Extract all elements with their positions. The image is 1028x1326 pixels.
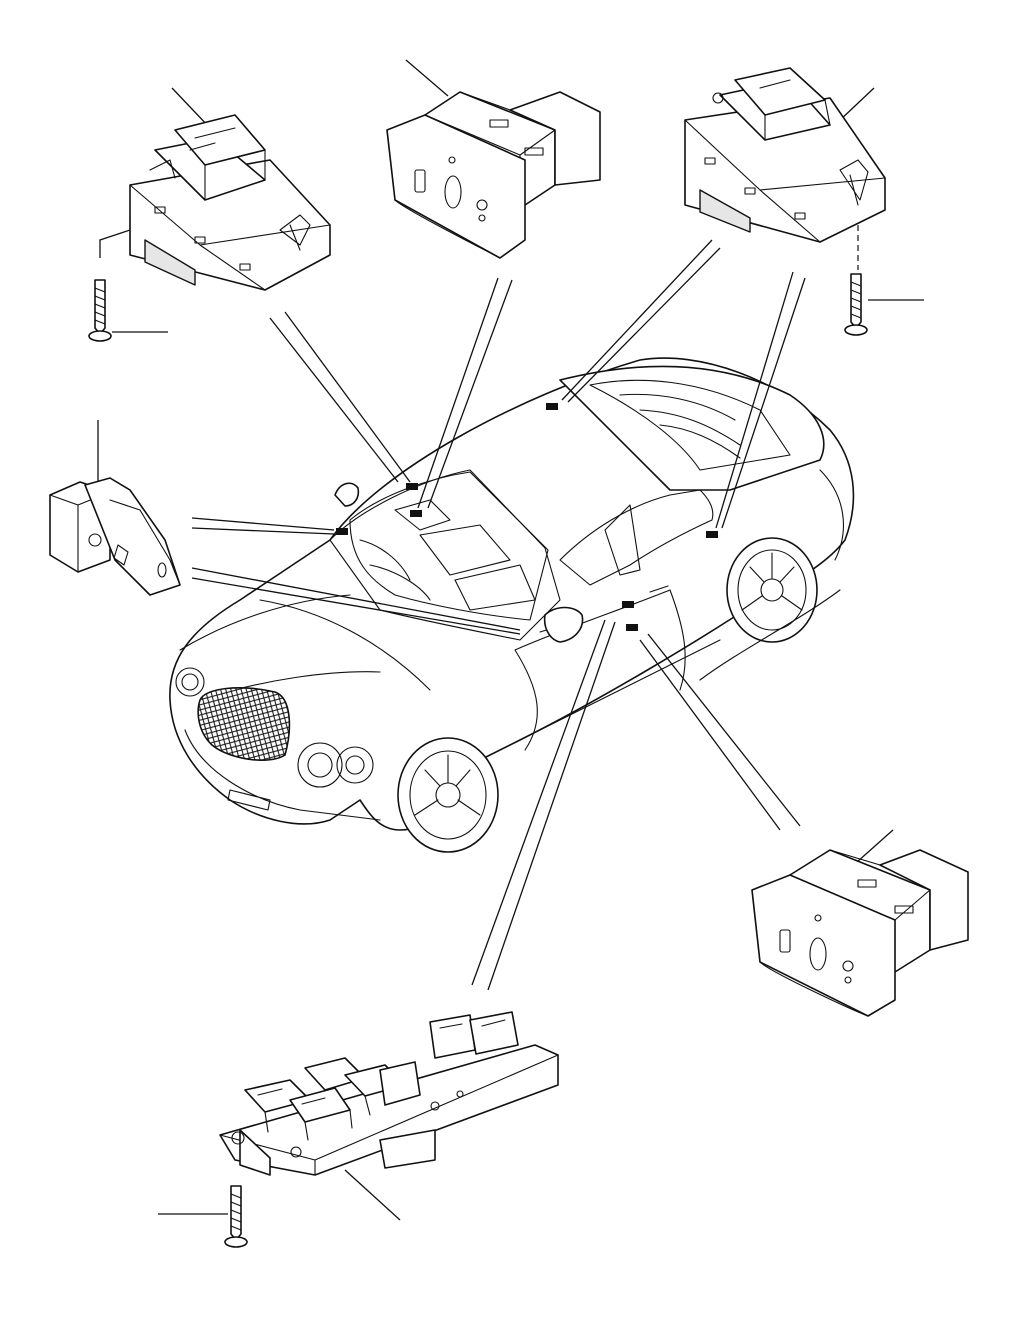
marker-dash-left — [406, 483, 418, 490]
marker-roof — [546, 403, 558, 410]
coupe-car-icon — [169, 357, 855, 853]
rocker-switch-icon — [684, 67, 886, 243]
marker-door-upper — [622, 601, 634, 608]
marker-console — [410, 510, 422, 517]
seat-memory-switch-icon — [751, 849, 969, 1017]
marker-rear-door — [706, 531, 718, 538]
seat-memory-switch-icon — [386, 91, 601, 259]
location-markers — [336, 403, 718, 631]
marker-dash-side — [336, 528, 348, 535]
marker-door-lower — [626, 624, 638, 631]
small-switch-icon — [49, 477, 181, 596]
screw-icon — [88, 279, 112, 342]
rocker-switch-icon — [129, 114, 331, 291]
window-switch-pack-icon — [219, 1011, 559, 1176]
screw-icon — [224, 1185, 248, 1248]
leader-lines — [97, 59, 924, 1221]
screw-icon — [844, 273, 868, 336]
